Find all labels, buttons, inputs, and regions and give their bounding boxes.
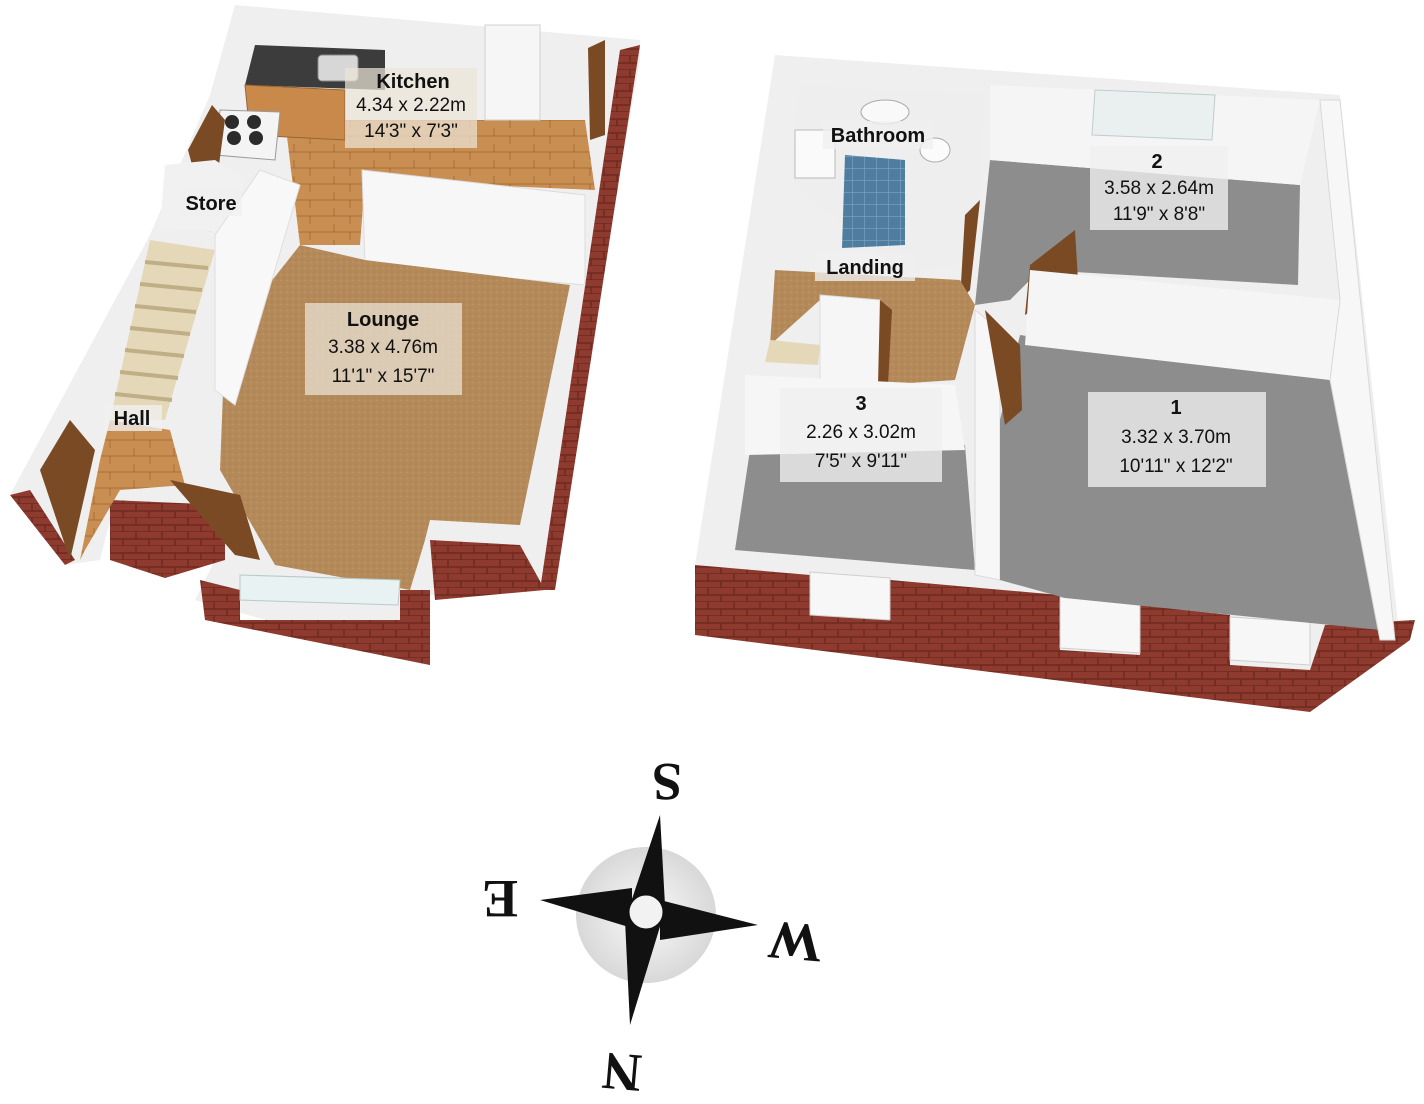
bedroom3-door [878,300,892,385]
store-name: Store [185,193,236,215]
ground-floor-plan [10,5,640,665]
compass-needle-east [540,888,632,928]
bedroom1-back-wall [1025,270,1340,380]
compass-label-e: E [482,869,518,929]
bedroom1-window-b [1229,616,1311,666]
compass-label-n: N [600,1040,644,1103]
label-hall: Hall [104,405,162,431]
bedroom1-name: 1 [1170,397,1181,419]
ground-floor-brick-lounge-front [430,540,545,600]
first-floor-right-wall [1319,99,1396,641]
bedroom3-imperial: 7'5" x 9'11" [815,451,907,472]
ground-floor-brick-bay [200,580,430,665]
bedroom1-imperial: 10'11" x 12'2" [1119,456,1232,477]
kitchen-door [588,40,605,140]
hob-rings [225,115,263,145]
first-floor-brick-front [695,565,1310,712]
bathroom-basin [860,99,910,125]
bedroom1-door [985,310,1022,425]
ground-floor-brick-hall [110,500,225,578]
bedroom2-window [1091,89,1216,141]
label-landing: Landing [815,253,915,281]
lounge-imperial: 11'1" x 15'7" [332,366,435,387]
hall-partition-wall [214,169,301,406]
compass-needle-west [660,900,758,940]
label-bedroom-1: 1 3.32 x 3.70m 10'11" x 12'2" [1088,392,1266,487]
landing-name: Landing [826,257,904,279]
bedroom1-window-a [1059,596,1141,654]
bedroom2-imperial: 11'9" x 8'8" [1113,204,1205,225]
lounge-metric: 3.38 x 4.76m [328,337,438,358]
hall-floor [80,420,185,560]
bedroom3-metric: 2.26 x 3.02m [806,422,916,443]
lounge-door [170,480,260,560]
kitchen-lounge-wall [361,169,586,286]
compass-hub [626,892,666,932]
compass-needle-north [625,920,662,1025]
landing-stair-top [765,340,820,365]
compass-label-s: S [652,752,682,812]
bedroom3-window [809,571,891,621]
first-floor-plan [695,55,1415,712]
lounge-name: Lounge [347,309,419,331]
kitchen-fridge [484,24,541,121]
label-kitchen: Kitchen 4.34 x 2.22m 14'3" x 7'3" [345,68,477,148]
hall-name: Hall [114,408,151,430]
bay-window-glass [239,574,401,606]
kitchen-metric: 4.34 x 2.22m [356,95,466,116]
compass-rose: S E W N [482,752,825,1104]
label-bedroom-3: 3 2.26 x 3.02m 7'5" x 9'11" [780,388,942,482]
staircase [110,240,215,420]
hall-door [40,420,95,560]
label-lounge: Lounge 3.38 x 4.76m 11'1" x 15'7" [305,303,462,395]
compass-needle-south [630,815,665,905]
ground-floor-brick-front-left [10,490,75,565]
bedroom3-name: 3 [855,393,866,415]
label-bathroom: Bathroom [823,121,933,149]
ground-floor-brick-right [540,45,640,590]
kitchen-cooker [214,109,281,161]
label-bedroom-2: 2 3.58 x 2.64m 11'9" x 8'8" [1090,146,1228,230]
first-floor-brick-right [1310,620,1415,712]
bathroom-tiled-shower [842,155,905,248]
bedroom1-metric: 3.32 x 3.70m [1121,427,1231,448]
bathroom-door [960,200,980,300]
bedroom2-name: 2 [1151,151,1162,173]
bedroom2-metric: 3.58 x 2.64m [1104,178,1214,199]
kitchen-name: Kitchen [376,71,449,93]
label-store: Store [180,190,242,216]
bathroom-name: Bathroom [831,125,925,147]
kitchen-imperial: 14'3" x 7'3" [364,121,458,142]
landing-partition [819,294,881,386]
compass-label-w: W [765,910,824,974]
